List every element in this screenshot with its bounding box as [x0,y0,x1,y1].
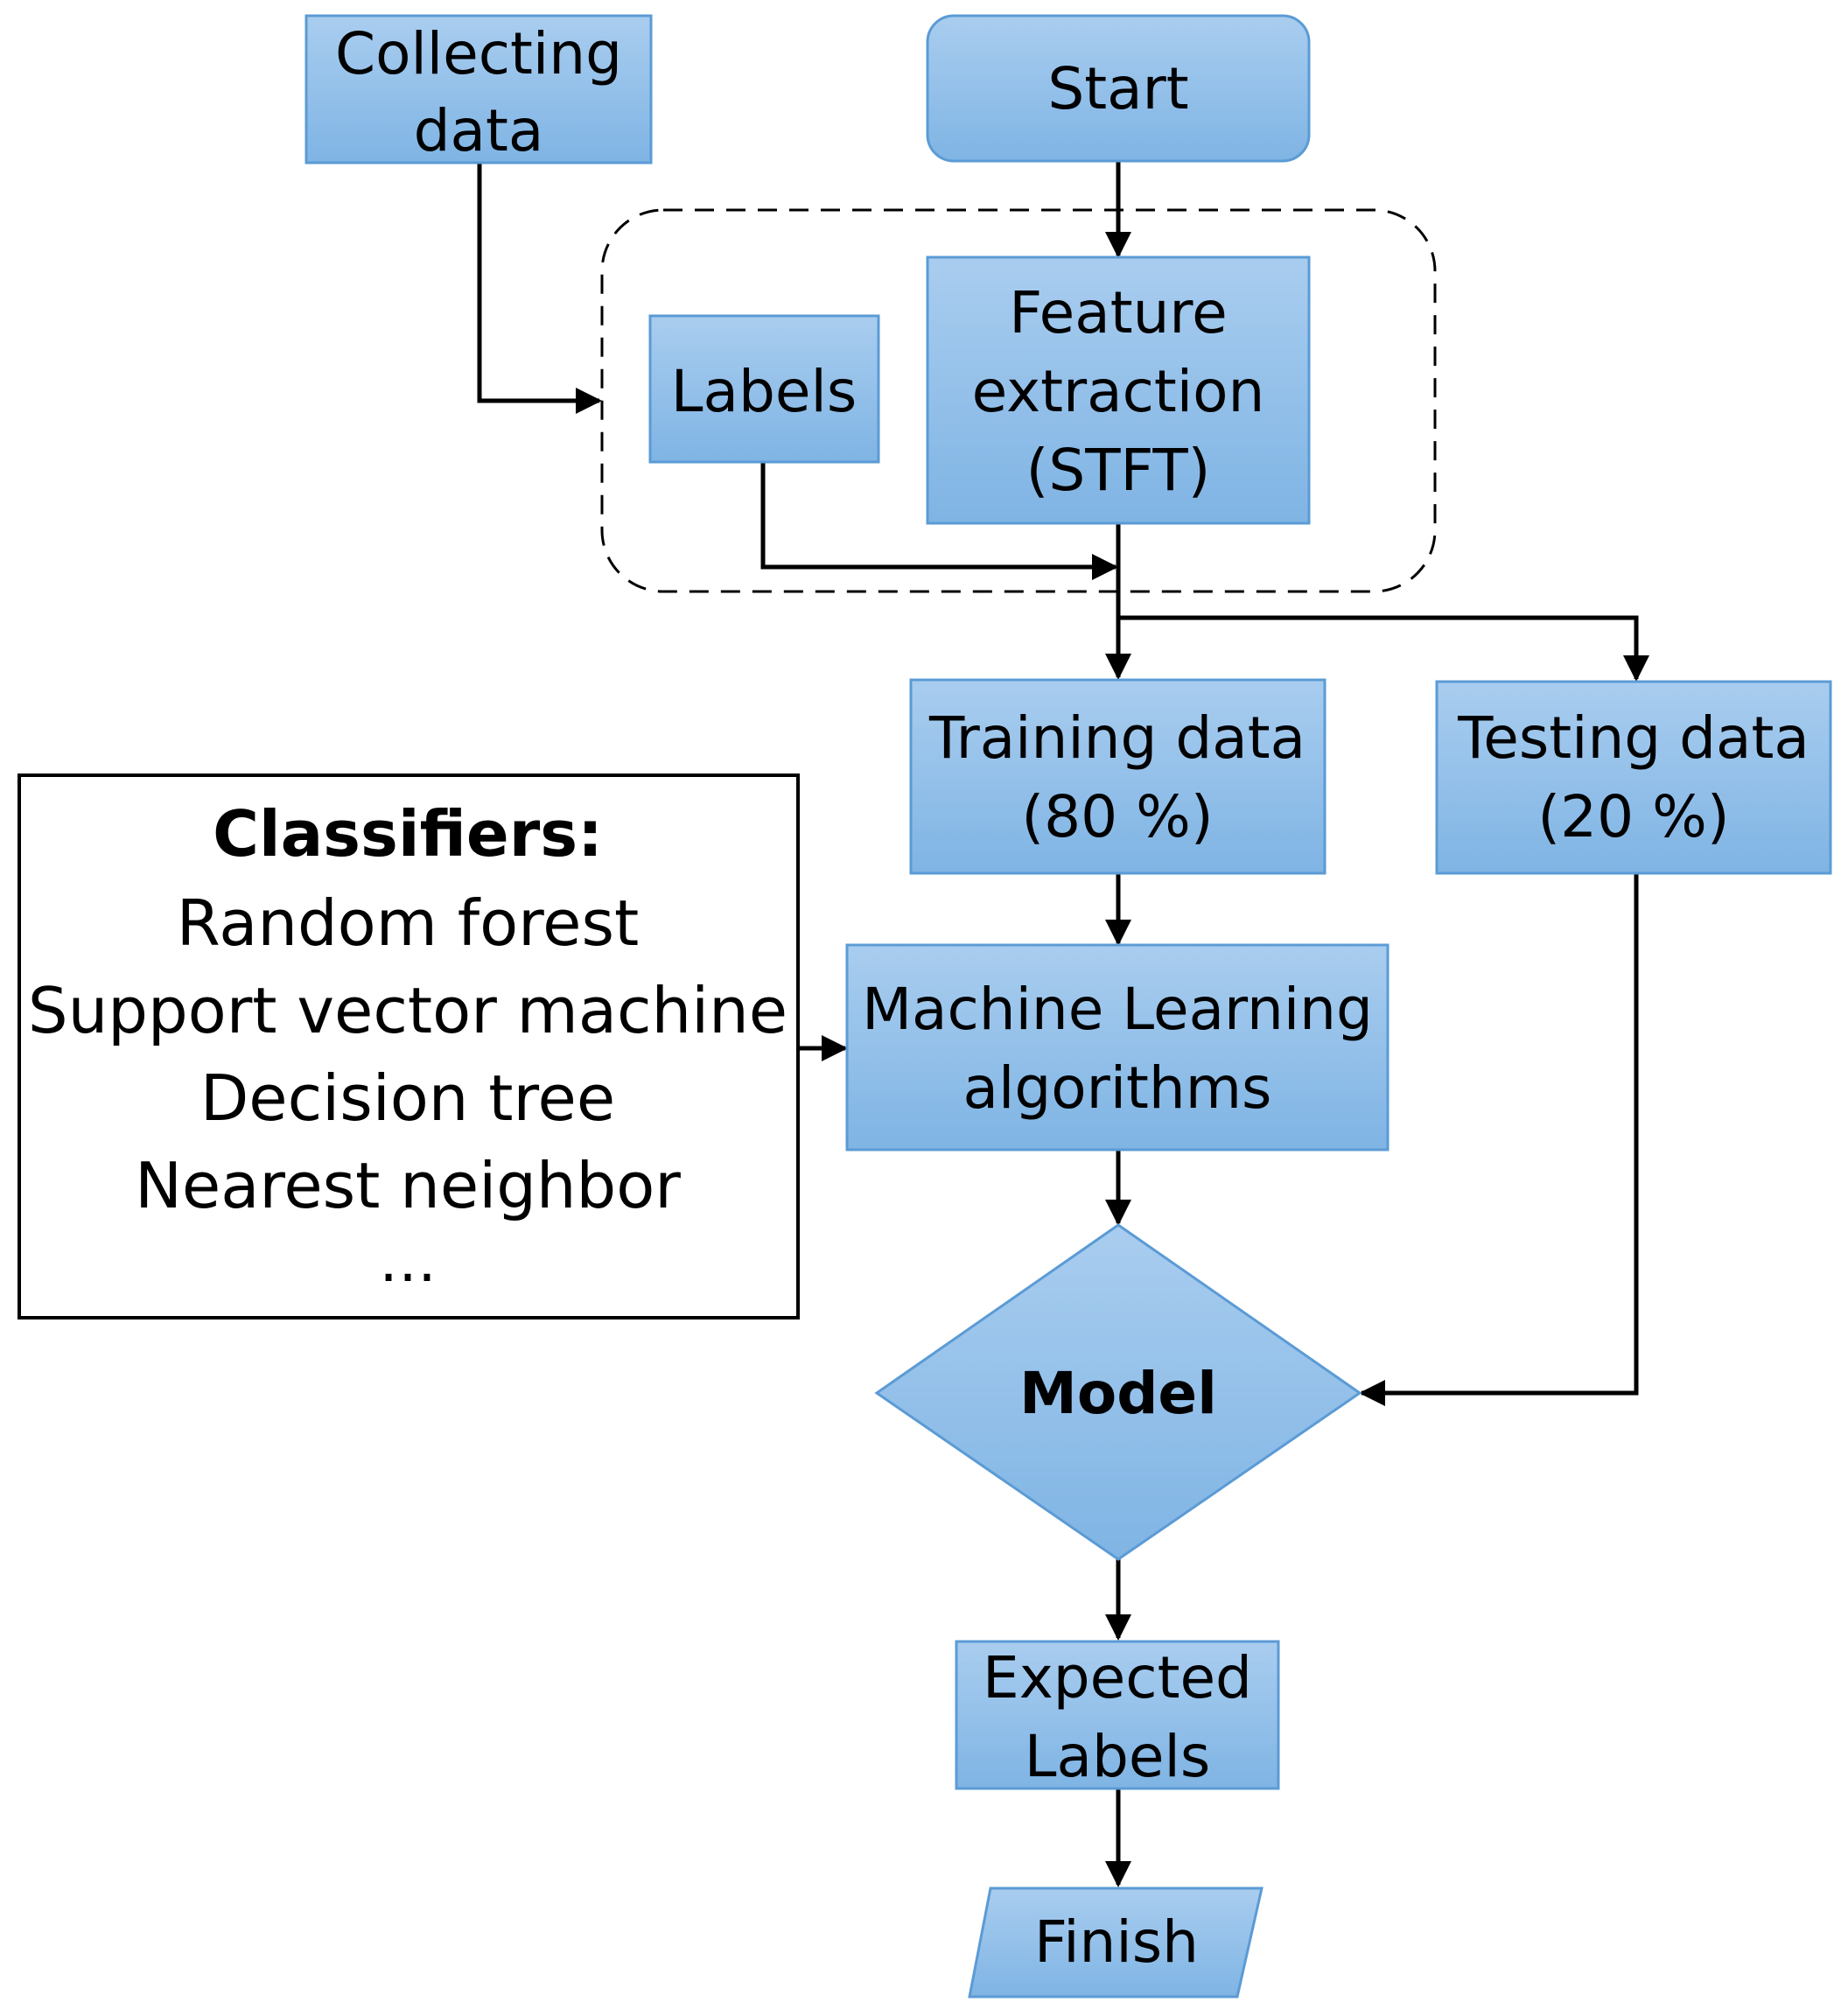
classifier-item: Random forest [177,886,639,960]
node-collecting-data: Collecting data [304,14,653,164]
classifier-item: Support vector machine [28,974,788,1047]
connector-testing-to-model [1359,873,1639,1406]
node-finish-label: Finish [1034,1908,1199,1976]
node-expected-labels: Expected Labels [955,1640,1280,1790]
node-testing-data: Testing data (20 %) [1435,680,1832,875]
node-model: Model [874,1223,1362,1561]
node-expected-labels-line-2: Labels [1025,1723,1210,1790]
node-feature-extraction-line-2: extraction [972,358,1265,425]
dashed-group [600,208,1437,593]
node-finish: Finish [968,1886,1264,1998]
node-feature-extraction: Feature extraction (STFT) [926,256,1311,525]
node-labels: Labels [648,314,880,464]
node-machine-learning: Machine Learning algorithms [845,943,1390,1152]
node-machine-learning-line-1: Machine Learning [862,976,1373,1043]
connectors [477,161,1649,1887]
classifiers-title: Classifiers: [213,797,603,871]
node-model-label: Model [1019,1360,1217,1427]
node-feature-extraction-line-1: Feature [1009,279,1227,346]
node-expected-labels-line-1: Expected [983,1644,1252,1712]
node-start-label: Start [1047,55,1188,122]
classifiers-box: Classifiers: Random forest Support vecto… [18,774,800,1320]
node-feature-extraction-line-3: (STFT) [1026,437,1211,504]
connector-collecting-to-group [477,163,602,414]
classifier-item-ellipsis: … [379,1228,437,1295]
node-testing-data-line-1: Testing data [1457,704,1810,772]
node-training-data-line-1: Training data [928,704,1306,772]
connector-labels-to-merge [760,462,1118,580]
node-testing-data-line-2: (20 %) [1537,783,1729,850]
node-collecting-data-line-2: data [414,97,544,164]
classifier-item: Nearest neighbor [135,1149,681,1222]
node-start: Start [926,14,1311,163]
node-training-data: Training data (80 %) [909,678,1326,875]
node-labels-label: Labels [671,358,857,425]
node-machine-learning-line-2: algorithms [963,1054,1272,1122]
classifier-item: Decision tree [200,1061,615,1135]
connector-split-to-testing [1118,615,1649,682]
node-collecting-data-line-1: Collecting [335,20,622,88]
node-training-data-line-2: (80 %) [1021,783,1213,850]
